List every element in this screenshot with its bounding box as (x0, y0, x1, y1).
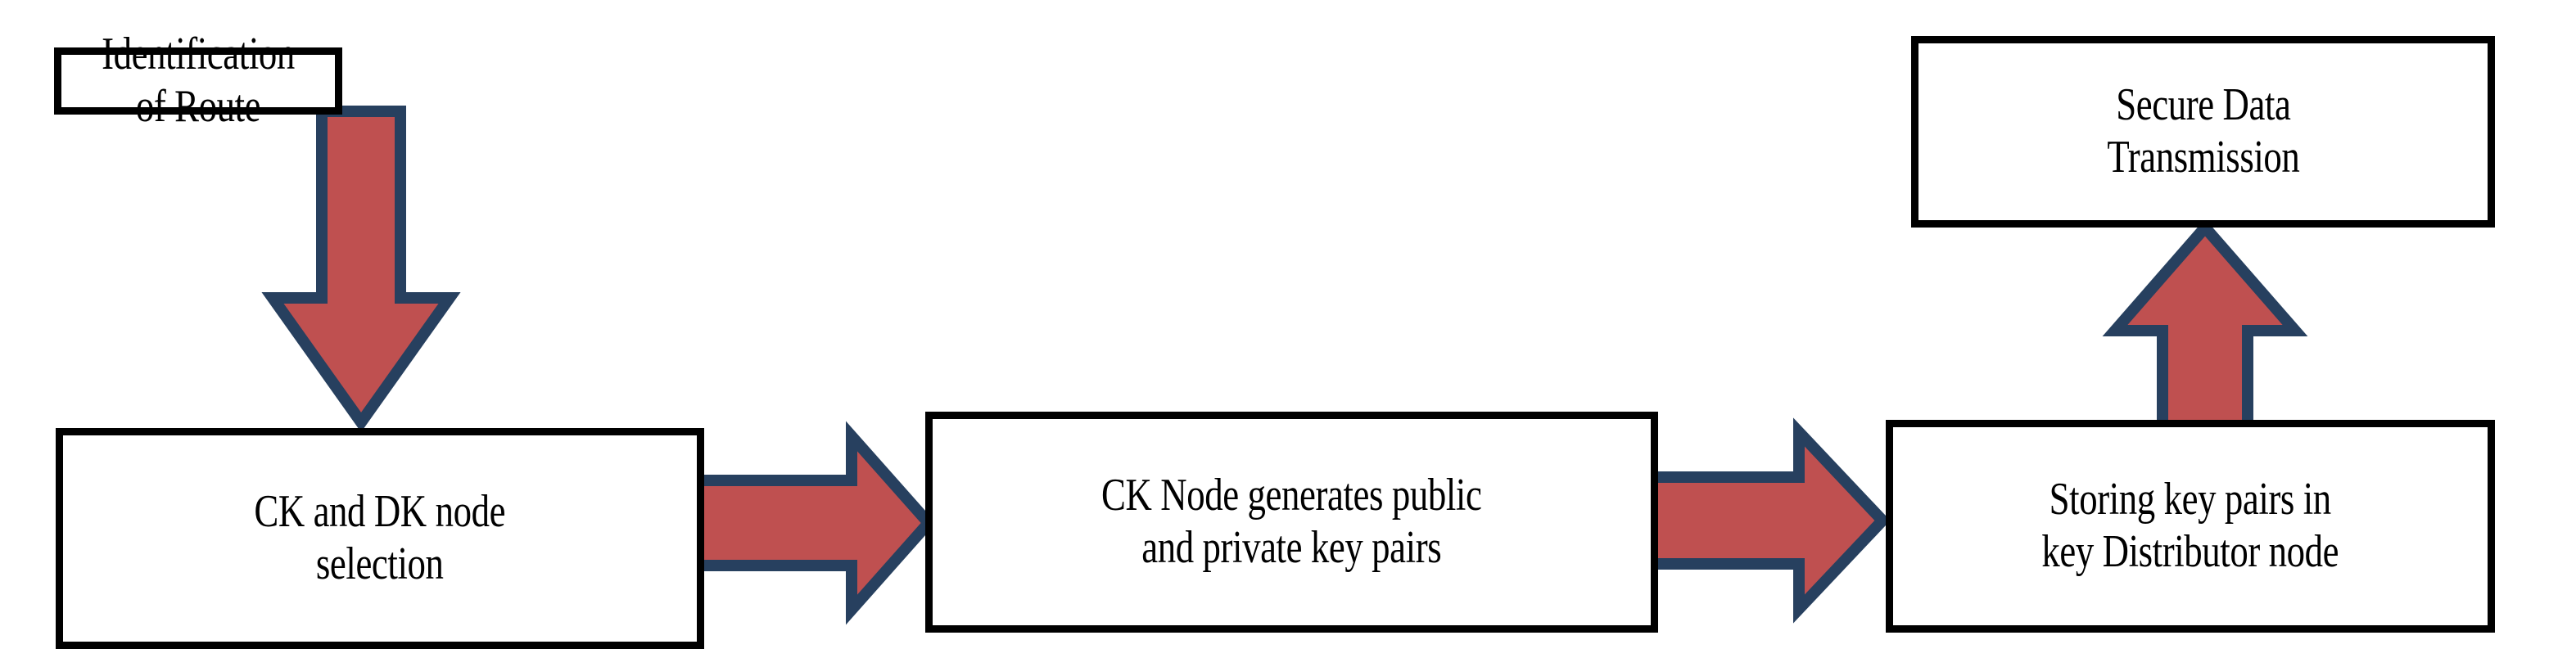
node-label-ck-node-generates-keys: CK Node generates public and private key… (1101, 470, 1482, 573)
node-label-identification-of-route: Identification of Route (102, 29, 295, 132)
node-identification-of-route: Identification of Route (54, 29, 342, 132)
node-secure-data-transmission: Secure Data Transmission (1911, 36, 2495, 228)
arrow-right-generate-to-storing (1641, 417, 1891, 624)
arrow-up-storing-to-transmission (2102, 219, 2308, 435)
node-ck-dk-node-selection: CK and DK node selection (56, 428, 704, 649)
node-ck-node-generates-keys: CK Node generates public and private key… (925, 412, 1658, 633)
node-storing-key-pairs: Storing key pairs in key Distributor nod… (1886, 420, 2495, 633)
node-label-storing-key-pairs: Storing key pairs in key Distributor nod… (2041, 474, 2339, 577)
node-label-secure-data-transmission: Secure Data Transmission (2106, 79, 2300, 183)
node-label-ck-dk-node-selection: CK and DK node selection (254, 486, 506, 589)
arrow-right-selection-to-generate (689, 421, 937, 625)
arrow-down-route-to-selection (261, 106, 461, 433)
